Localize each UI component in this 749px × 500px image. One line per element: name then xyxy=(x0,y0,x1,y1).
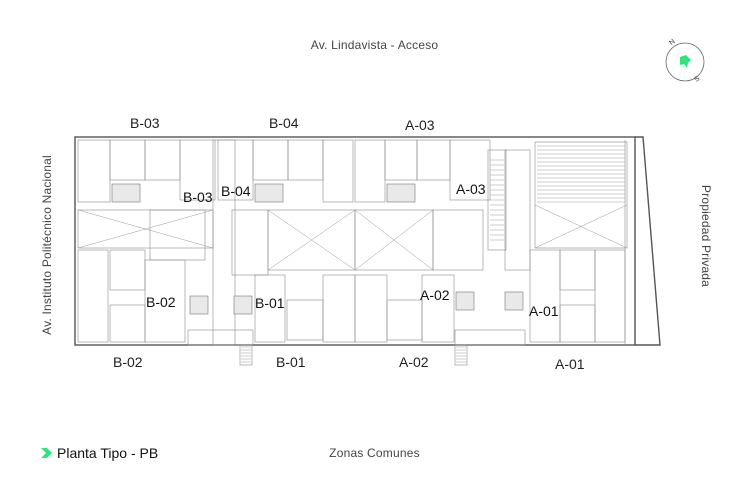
top-units xyxy=(77,139,491,203)
parking-ramp xyxy=(534,141,628,249)
unit-label-inner: B-03 xyxy=(183,189,213,205)
plan-title: Planta Tipo - PB xyxy=(57,445,159,461)
unit-label-inner: A-02 xyxy=(420,287,450,303)
street-top-label: Av. Lindavista - Acceso xyxy=(310,38,439,52)
stairs xyxy=(241,159,504,363)
unit-label-inner: A-01 xyxy=(529,303,559,319)
unit-label-bottom: A-02 xyxy=(399,354,429,370)
unit-label-bottom: B-02 xyxy=(113,354,143,370)
compass-marker-icon xyxy=(680,55,691,68)
cores xyxy=(187,139,526,366)
bottom-units xyxy=(77,149,626,343)
unit-label-top: B-03 xyxy=(130,115,160,131)
unit-label-top: B-04 xyxy=(269,115,299,131)
unit-label-bottom: B-01 xyxy=(276,354,306,370)
unit-label-top: A-03 xyxy=(405,117,435,133)
chevron-icon xyxy=(41,448,52,458)
unit-label-inner: A-03 xyxy=(456,181,486,197)
unit-label-inner: B-02 xyxy=(146,294,176,310)
unit-label-inner: B-04 xyxy=(221,183,251,199)
street-bottom-label: Zonas Comunes xyxy=(329,446,420,460)
street-right-label: Propiedad Privada xyxy=(699,184,713,288)
outer-walls xyxy=(74,136,661,346)
unit-label-inner: B-01 xyxy=(255,295,285,311)
street-left-label: Av. Instituto Politécnico Nacional xyxy=(40,155,54,335)
unit-label-bottom: A-01 xyxy=(555,356,585,372)
compass xyxy=(665,42,705,82)
light-wells xyxy=(77,209,434,271)
